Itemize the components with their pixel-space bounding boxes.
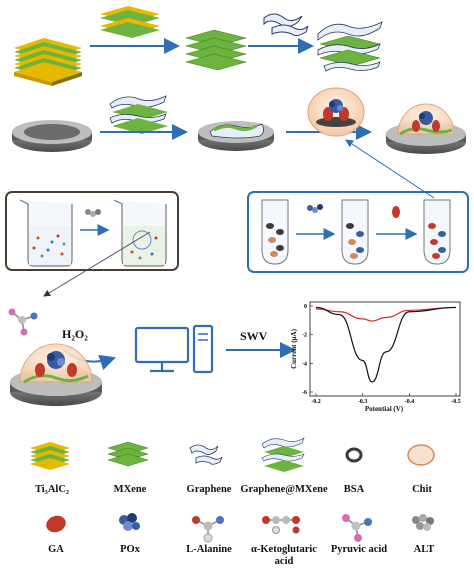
intercalation-stack [100,6,160,38]
graphene-mxene-drop [109,95,168,134]
final-electrode [386,103,466,154]
plot-area [309,301,461,397]
sensor-electrode [10,343,102,406]
legend-label-l-alanine: L-Alanine [186,544,232,555]
swv-chart: -0.2 -0.3 -0.4 -0.5 0 -2 -4 -6 Potential (V) Cu… [290,301,461,413]
chart-ticks: -0.2 -0.3 -0.4 -0.5 0 -2 -4 -6 [302,304,461,405]
tube-3 [423,199,451,265]
legend-pyruvic-icon [342,514,372,542]
legend-label-pox: POx [120,544,140,555]
x-tick-label: -0.4 [405,399,415,405]
legend-label-graphene-mxene: Graphene@MXene [240,484,328,495]
legend-icons [30,437,435,543]
computer-icon [134,324,214,374]
y-tick-label: -4 [302,361,307,367]
arrow-to-h2o2 [43,231,151,297]
pox-enzyme-small [307,204,323,213]
legend-bsa-icon [345,447,363,463]
legend-ketoglutaric-icon [262,516,300,534]
legend-label-bsa: BSA [343,484,365,495]
y-axis-label: Current (μA) [290,328,298,368]
alt-enzyme-small [85,209,101,217]
legend-chit-icon [407,444,435,466]
arrow-capsule-back [345,139,435,199]
h2o2-label: H₂O₂ [62,327,88,341]
legend-label-graphene: Graphene [186,484,232,495]
y-tick-label: -2 [302,333,307,339]
mxene-stack [185,29,247,71]
legend-label-pyruvic: Pyruvic acid [330,544,388,555]
graphene-mxene-stack [317,21,383,72]
legend-graphene-mxene-icon [261,437,305,472]
swv-label: SWV [240,329,268,343]
x-tick-label: -0.3 [358,399,368,405]
beaker-box [5,191,179,271]
beaker-left [19,199,73,267]
modified-electrode [198,121,274,151]
tube-1 [261,199,289,265]
legend-pox-icon [119,513,140,531]
y-tick-label: 0 [304,304,307,310]
legend-graphene-icon [189,444,223,465]
legend-label-ti3alc2: Ti₃AlC₂ [34,484,70,495]
beaker-right [113,199,167,267]
legend-label-ga: GA [48,544,64,555]
series-red-line [315,306,457,322]
legend-label-chit: Chit [412,484,432,495]
legend-alt-icon [412,514,434,531]
legend-mxene-icon [107,441,149,467]
legend-ga-icon [46,515,66,533]
legend-label-mxene: MXene [113,484,147,495]
graphene-sheets [263,13,309,37]
x-tick-label: -0.2 [311,399,321,405]
y-tick-label: -6 [302,390,307,396]
series-black-line [315,306,457,383]
pyruvate-molecule [8,308,38,336]
x-axis-label: Potential (V) [365,405,404,413]
legend-label-alt: ALT [413,544,435,555]
ti3alc2-stack [14,38,82,86]
tube-box [247,191,469,273]
bare-electrode [12,120,92,152]
legend-ti3alc2-icon [30,442,70,470]
tube-2 [341,199,369,265]
legend-l-alanine-icon [192,516,224,543]
legend-label-ketoglutaric: α-Ketoglutaric acid [251,544,317,567]
enzyme-dome-capsule [307,87,365,137]
x-tick-label: -0.5 [451,399,461,405]
ga-small [392,206,400,218]
